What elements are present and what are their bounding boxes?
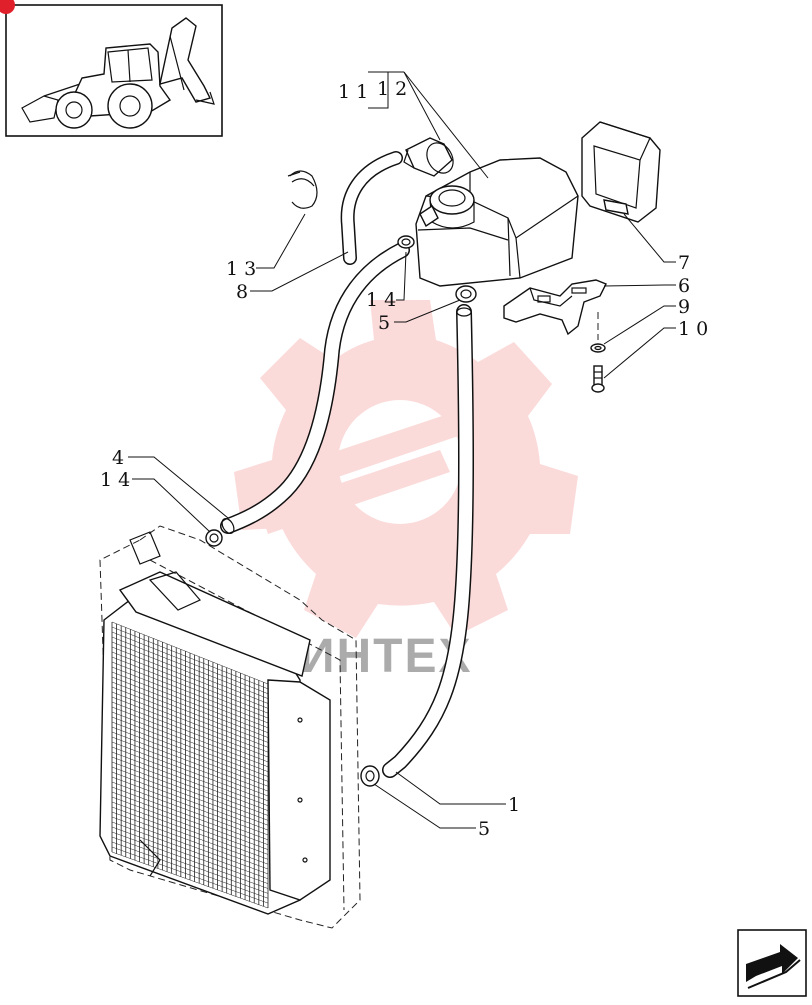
backhoe-loader-thumbnail	[0, 0, 223, 137]
watermark-text: ИНТЕХ	[300, 630, 473, 683]
callout-14-left: 1 4	[100, 469, 130, 491]
callout-14-top: 1 4	[366, 289, 396, 311]
screw	[591, 365, 605, 393]
hose-clamp-upper	[397, 235, 415, 249]
retaining-strap	[581, 121, 661, 223]
hose-clamp-lower	[205, 529, 223, 547]
red-corner-marker	[0, 0, 15, 14]
hose-clamp-bottom	[360, 765, 380, 787]
radiator	[99, 525, 361, 929]
callout-7: 7	[678, 252, 690, 274]
callout-1: 1	[508, 794, 520, 816]
mounting-bracket	[503, 279, 607, 336]
arrow-next-page-icon[interactable]	[737, 929, 807, 997]
callout-12: 1 2	[377, 78, 407, 100]
callout-10: 1 0	[678, 318, 708, 340]
callout-8: 8	[236, 281, 248, 303]
washer	[590, 343, 606, 353]
callout-6: 6	[678, 275, 690, 297]
hose-clamp-top	[455, 285, 477, 303]
expansion-tank	[415, 157, 579, 287]
callout-labels: 1 1 1 2 1 3 8 1 4 5 7 6 9 1 0 4 1 4 1 5	[100, 78, 708, 840]
filler-cap	[403, 137, 454, 177]
callout-5-top: 5	[378, 312, 390, 334]
spring-clip	[287, 170, 318, 209]
watermark-gear-logo	[234, 300, 578, 638]
callout-13: 1 3	[226, 258, 256, 280]
callout-5-bottom: 5	[478, 818, 490, 840]
callout-4: 4	[112, 447, 124, 469]
leader-lines	[128, 71, 676, 829]
callout-11: 1 1	[338, 81, 368, 103]
callout-9: 9	[678, 296, 690, 318]
